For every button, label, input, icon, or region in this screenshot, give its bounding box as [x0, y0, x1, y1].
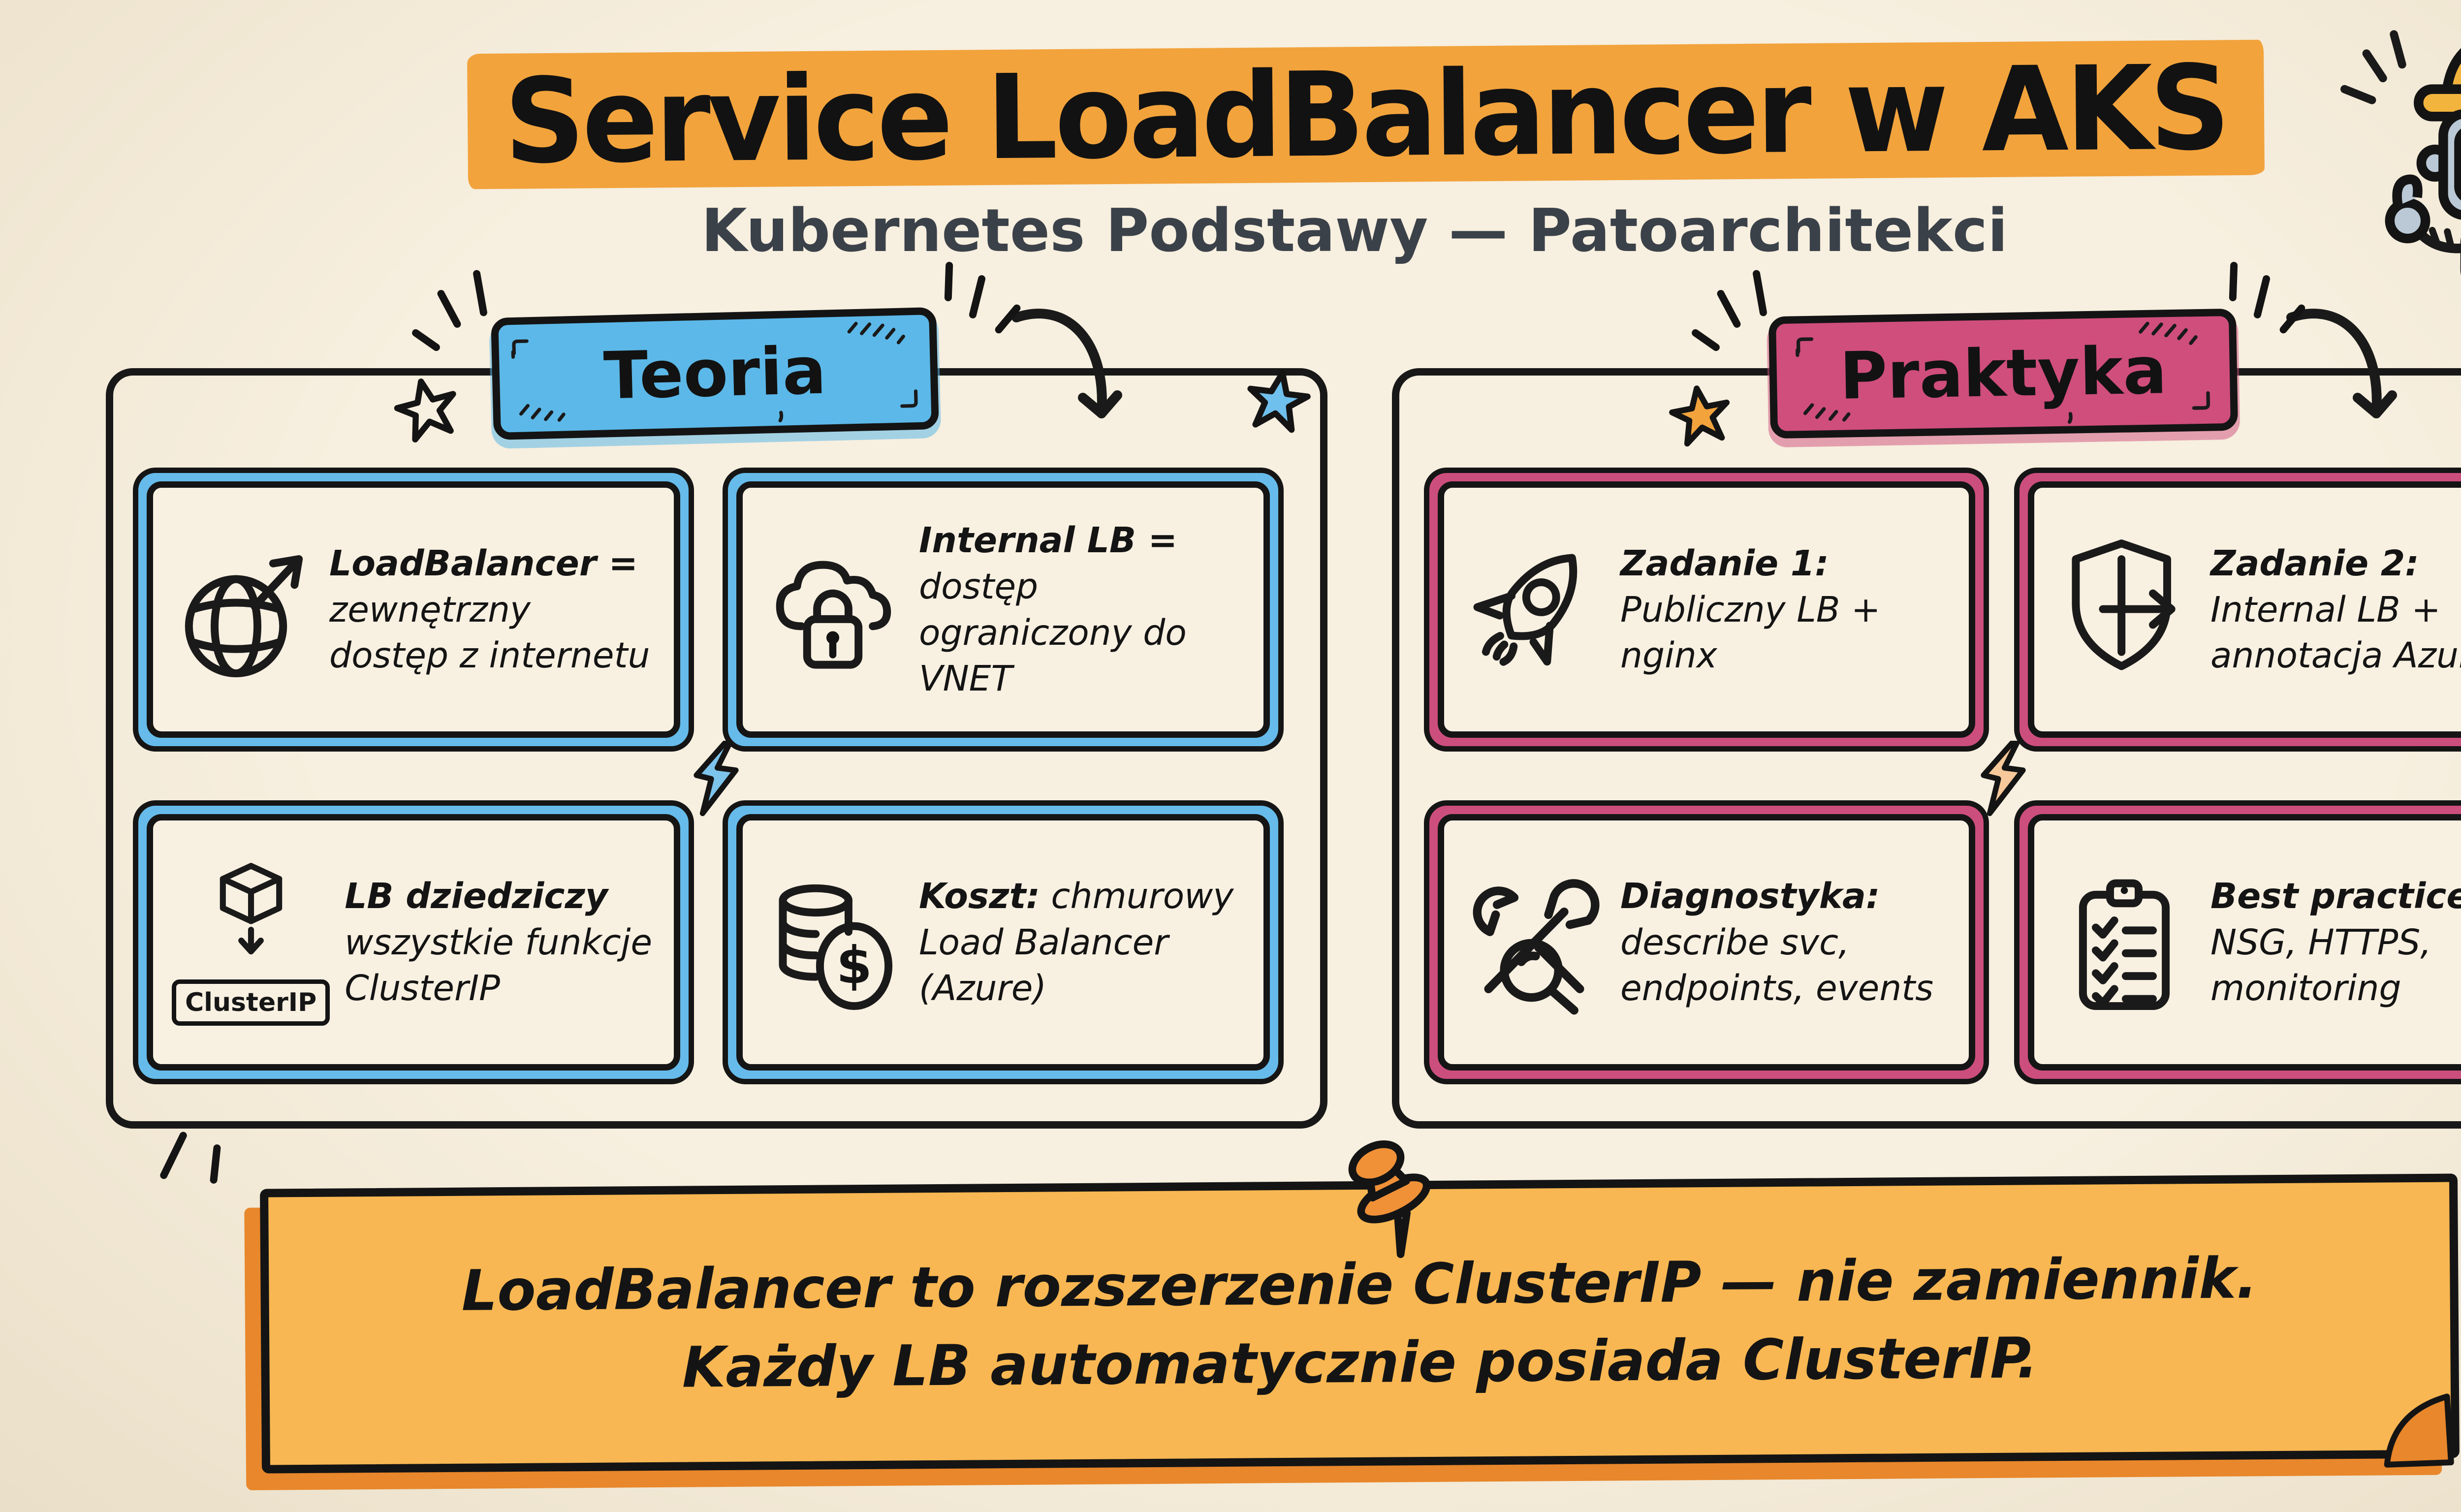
robot-mascot-icon	[2340, 30, 2461, 276]
card-lead: Diagnostyka:	[1620, 875, 1880, 916]
spark-line	[1690, 327, 1721, 353]
card-text: LoadBalancer = zewnętrzny dostęp z inter…	[329, 540, 655, 679]
card-rest: NSG, HTTPS, monitoring	[2210, 921, 2431, 1009]
lightning-bolt-icon	[1981, 741, 2026, 817]
teoria-badge: Teoria	[491, 307, 939, 441]
curved-arrow-icon	[2286, 309, 2397, 418]
spark-line	[410, 327, 442, 353]
card-lead: Zadanie 1:	[1620, 542, 1829, 584]
lightning-bolt-icon	[694, 741, 739, 817]
badge-doodle-marks	[1796, 321, 2210, 424]
card-lead: LoadBalancer =	[329, 542, 638, 584]
pushpin-icon	[1348, 1140, 1431, 1258]
page-title: Service LoadBalancer w AKS	[504, 39, 2228, 189]
badge-doodle-marks	[511, 321, 918, 423]
clusterip-label: ClusterIP	[172, 979, 330, 1026]
card-lead: Zadanie 2:	[2210, 542, 2419, 584]
spark-line	[1715, 288, 1742, 329]
corner-doodle-stroke	[158, 1131, 189, 1180]
card-zadanie-2: Zadanie 2: Internal LB + annotacja Azure	[2014, 468, 2461, 752]
card-text: Zadanie 2: Internal LB + annotacja Azure	[2210, 540, 2461, 679]
star-outline-icon	[394, 378, 456, 442]
star-blue-icon	[1247, 370, 1311, 433]
coins-dollar-icon: $	[779, 884, 893, 1010]
cloud-lock-icon	[776, 561, 891, 669]
spark-line	[2229, 261, 2238, 302]
rocket-icon	[1473, 554, 1578, 666]
card-diagnostyka: Diagnostyka: describe svc, endpoints, ev…	[1424, 800, 1989, 1084]
summary-note: LoadBalancer to rozszerzenie ClusterIP —…	[260, 1140, 2460, 1474]
shield-arrow-icon	[2072, 539, 2176, 670]
card-lb-dziedziczy: ClusterIP LB dziedziczy wszystkie funkcj…	[133, 800, 694, 1084]
card-rest: zewnętrzny dostęp z internetu	[329, 589, 650, 676]
card-text: Best practices: NSG, HTTPS, monitoring	[2210, 873, 2461, 1011]
spark-line	[2253, 274, 2271, 319]
card-rest: chmurowy Load Balancer (Azure)	[919, 875, 1234, 1009]
card-loadbalancer: LoadBalancer = zewnętrzny dostęp z inter…	[133, 468, 694, 752]
globe-arrow-icon	[185, 555, 303, 677]
spark-line	[472, 269, 488, 317]
note-line-2: Każdy LB automatycznie posiada ClusterIP…	[682, 1325, 2038, 1400]
card-koszt: $ Koszt: chmurowy Load Balancer (Azure)	[723, 800, 1284, 1084]
corner-doodle-stroke	[209, 1144, 221, 1184]
card-text: Internal LB = dostęp ograniczony do VNET	[919, 517, 1245, 702]
card-lead: LB dziedziczy	[345, 875, 608, 916]
praktyka-badge: Praktyka	[1768, 308, 2239, 439]
folded-corner	[2384, 1393, 2454, 1468]
card-lead: Best practices:	[2210, 875, 2461, 916]
card-lead: Koszt:	[919, 875, 1040, 916]
card-rest: describe svc, endpoints, events	[1620, 921, 1934, 1009]
card-text: LB dziedziczy wszystkie funkcje ClusterI…	[345, 873, 655, 1011]
spark-line	[968, 274, 986, 319]
box-to-clusterip-icon	[220, 862, 282, 954]
card-text: Koszt: chmurowy Load Balancer (Azure)	[919, 873, 1245, 1011]
spark-line	[1752, 269, 1768, 317]
card-lead: Internal LB =	[919, 520, 1178, 561]
svg-text:$: $	[836, 935, 872, 995]
card-rest: wszystkie funkcje ClusterIP	[345, 921, 653, 1009]
card-rest: Publiczny LB + nginx	[1620, 589, 1881, 676]
teoria-panel	[106, 368, 1327, 1129]
card-rest: dostęp ograniczony do VNET	[919, 566, 1187, 699]
card-zadanie-1: Zadanie 1: Publiczny LB + nginx	[1424, 468, 1989, 752]
card-text: Zadanie 1: Publiczny LB + nginx	[1620, 540, 1950, 679]
card-rest: Internal LB + annotacja Azure	[2210, 589, 2461, 676]
card-best-practices: Best practices: NSG, HTTPS, monitoring	[2014, 800, 2461, 1084]
card-internal-lb: Internal LB = dostęp ograniczony do VNET	[723, 468, 1284, 752]
checklist-icon	[2079, 879, 2170, 1010]
star-orange-icon	[1669, 385, 1730, 447]
spark-line	[944, 261, 953, 302]
curved-arrow-icon	[1011, 309, 1122, 418]
wrench-magnifier-icon	[1473, 879, 1600, 1014]
card-text: Diagnostyka: describe svc, endpoints, ev…	[1620, 873, 1950, 1011]
title-highlight: Service LoadBalancer w AKS	[467, 39, 2265, 189]
page-subtitle: Kubernetes Podstawy — Patoarchitekci	[701, 197, 2008, 265]
spark-line	[436, 288, 463, 329]
